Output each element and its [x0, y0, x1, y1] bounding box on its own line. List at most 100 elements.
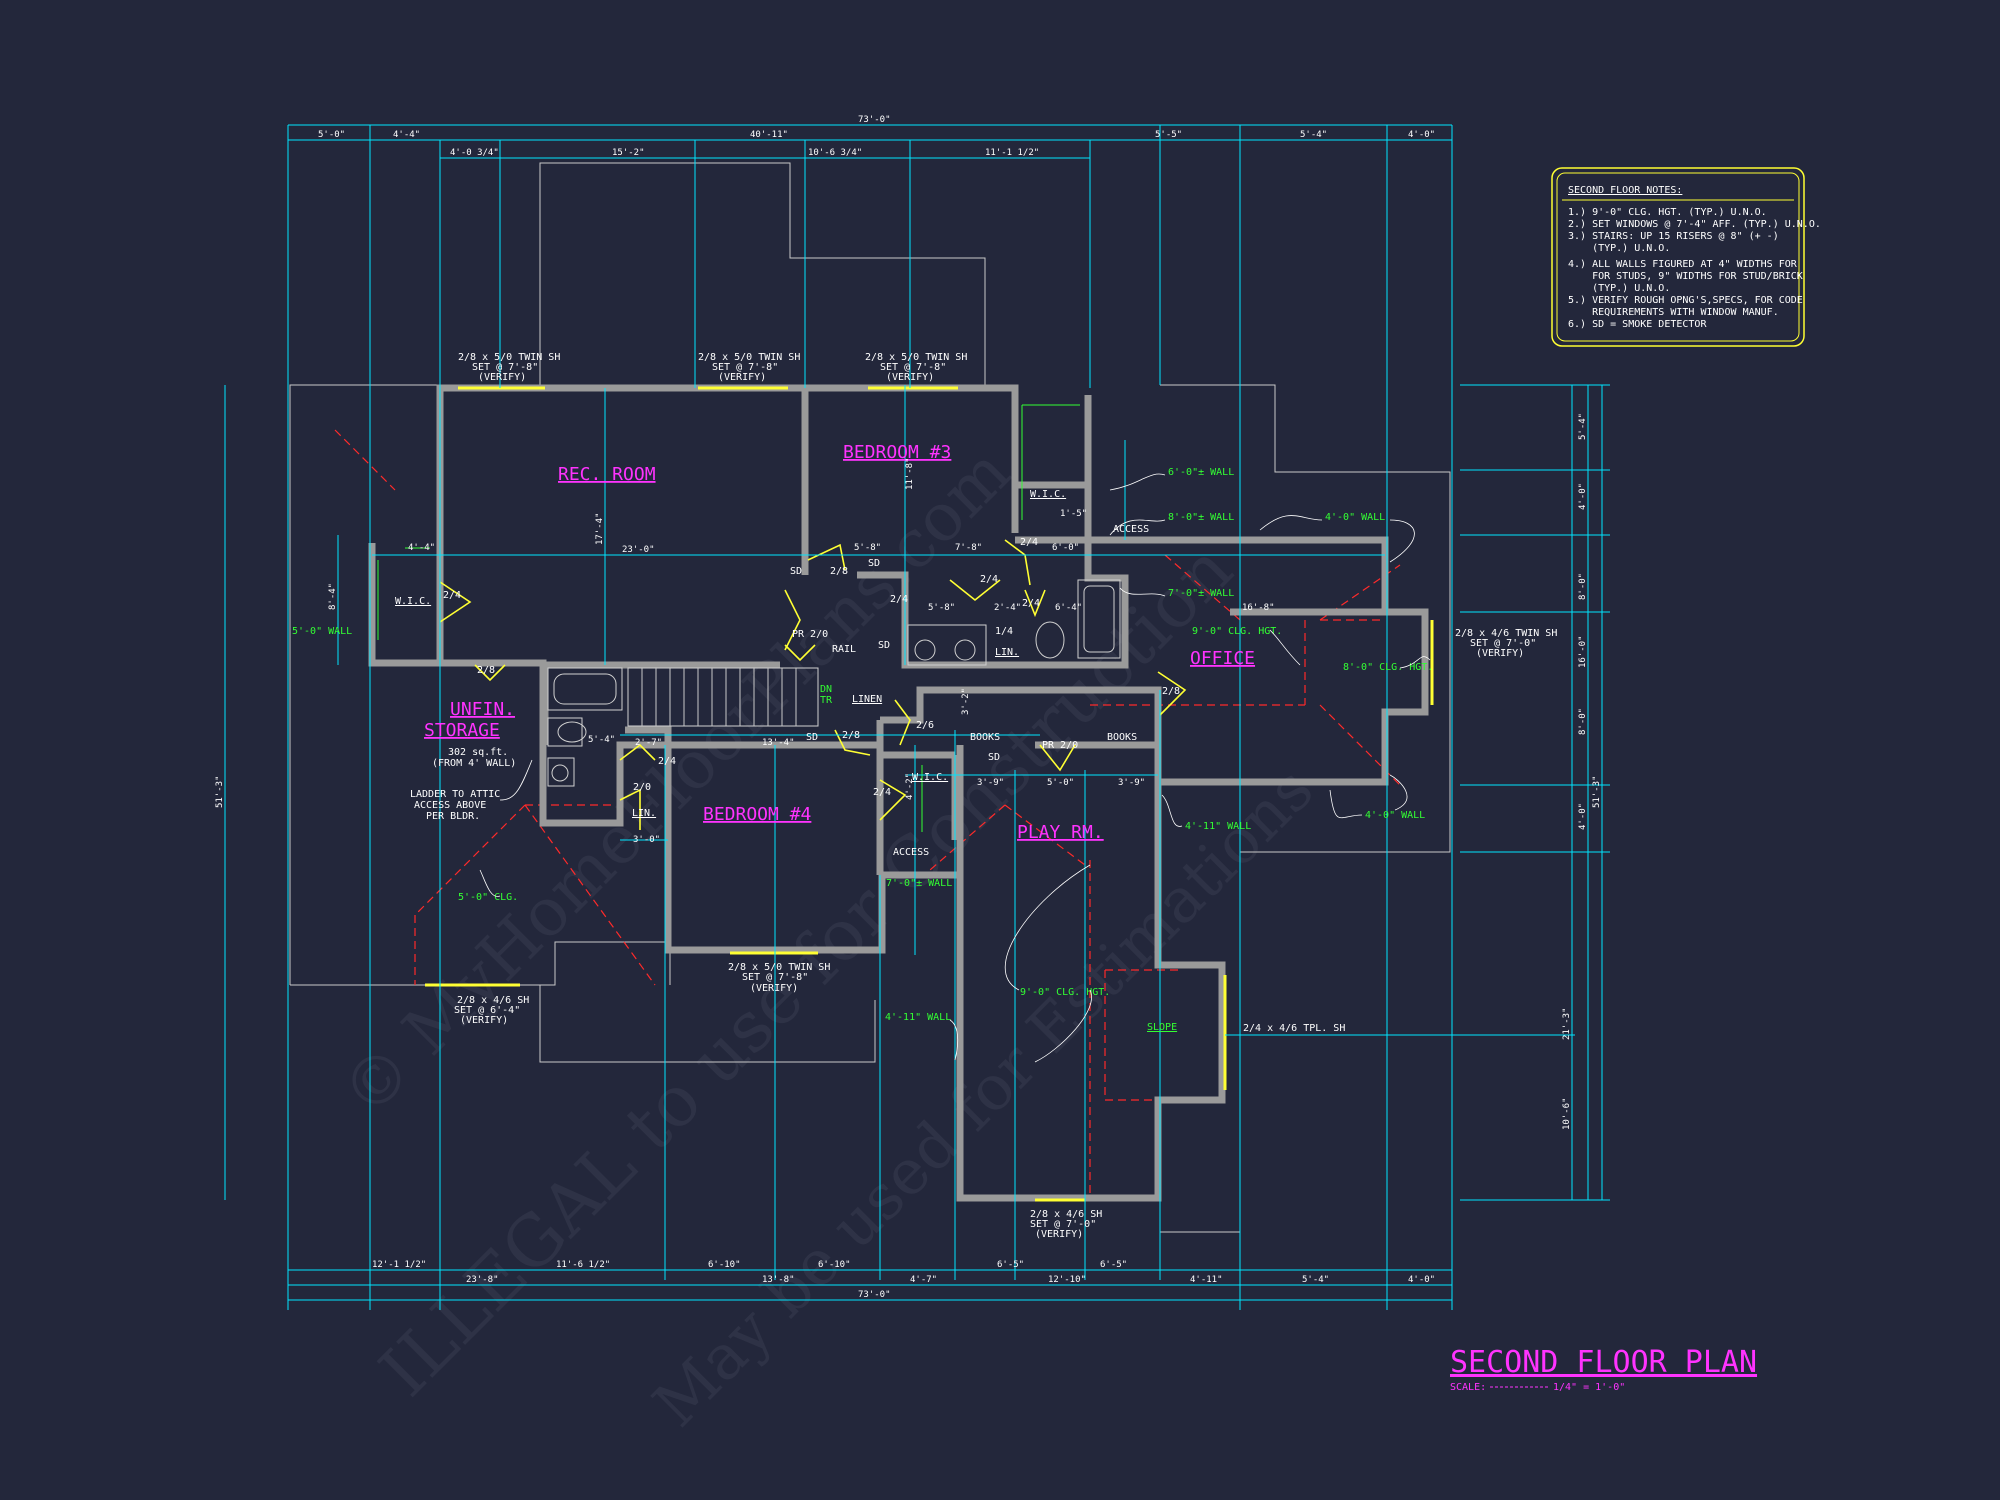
window-callouts: 2/8 x 5/0 TWIN SH SET @ 7'-8" (VERIFY) 2… — [454, 352, 1557, 1240]
dimension: 11'-8" — [905, 457, 915, 490]
dimension: 3'-2" — [961, 688, 971, 715]
wall-height-note: 4'-0" WALL — [1365, 810, 1425, 821]
dimension: 51'-3" — [1592, 775, 1602, 808]
ladder-note-2: ACCESS ABOVE — [414, 800, 486, 811]
window-spec: 2/8 x 4/6 SH — [1030, 1209, 1102, 1220]
dimension: 4'-0" — [1578, 803, 1588, 830]
dimension: 2'-4" — [994, 603, 1021, 613]
dimension: 5'-8" — [854, 543, 881, 553]
dimension: 5'-8" — [928, 603, 955, 613]
dimension: 4'-7" — [910, 1275, 937, 1285]
dimension: 12'-10" — [1048, 1275, 1086, 1285]
ceiling-note: 5'-0" CLG. — [458, 892, 518, 903]
dimension: 6'-10" — [818, 1260, 851, 1270]
door-size: 2/8 — [842, 730, 860, 741]
door-size: 2/8 — [1162, 686, 1180, 697]
ladder-note-3: PER BLDR. — [426, 811, 480, 822]
window-set: SET @ 7'-8" — [742, 972, 808, 983]
dimension: 13'-4" — [762, 738, 795, 748]
dimension: 5'-0" — [1047, 778, 1074, 788]
room-bedroom-4: BEDROOM #4 — [703, 804, 811, 825]
window-set: SET @ 7'-8" — [880, 362, 946, 373]
dimension: 8'-0" — [1578, 573, 1588, 600]
wall-height-note: 6'-0"± WALL — [1168, 467, 1234, 478]
dimension: 12'-1 1/2" — [372, 1260, 426, 1270]
room-office: OFFICE — [1190, 648, 1255, 669]
ceiling-note: 9'-0" CLG. HGT. — [1192, 626, 1282, 637]
dimension: 6'-5" — [997, 1260, 1024, 1270]
room-storage: STORAGE — [424, 720, 500, 741]
window-spec: 2/8 x 4/6 TWIN SH — [1455, 628, 1557, 639]
dimension: 51'-3" — [215, 775, 225, 808]
window-verify: (VERIFY) — [460, 1015, 508, 1026]
leader-lines — [479, 473, 1431, 1063]
window-verify: (VERIFY) — [750, 983, 798, 994]
small-labels: W.I.C. W.I.C. W.I.C. LIN. LIN. LINEN BOO… — [395, 489, 1180, 1033]
dimension: 11'-6 1/2" — [556, 1260, 610, 1270]
room-rec-room: REC. ROOM — [558, 464, 656, 485]
pr-door-label: PR 2/0 — [1042, 740, 1078, 751]
dimension: 4'-4" — [408, 543, 435, 553]
door-size: 2/4 — [873, 787, 891, 798]
dimension: 5'-4" — [1300, 130, 1327, 140]
scale-value: 1/4" = 1'-0" — [1553, 1382, 1625, 1393]
dimension: 5'-0" — [318, 130, 345, 140]
window-verify: (VERIFY) — [478, 372, 526, 383]
toilet-icon — [1035, 621, 1065, 659]
storage-area: 302 sq.ft. — [448, 747, 508, 758]
room-play: PLAY RM. — [1017, 822, 1104, 843]
door-size: 2/4 — [443, 590, 461, 601]
smoke-detector-label: SD — [988, 752, 1000, 763]
dimension: 8'-4" — [328, 583, 338, 610]
dimension: 5'-4" — [588, 735, 615, 745]
wall-height-note: 4'-11" WALL — [1185, 821, 1251, 832]
sink-icon — [547, 757, 575, 787]
room-labels: REC. ROOM BEDROOM #3 BEDROOM #4 OFFICE P… — [424, 442, 1255, 843]
fixtures — [547, 579, 1121, 787]
closet-shelves — [377, 404, 1080, 832]
window-set: SET @ 6'-4" — [454, 1005, 520, 1016]
note-line: (TYP.) U.N.O. — [1568, 243, 1670, 254]
dimension: 23'-8" — [466, 1275, 499, 1285]
window-verify: (VERIFY) — [1035, 1229, 1083, 1240]
plan-title: SECOND FLOOR PLAN — [1450, 1345, 1757, 1380]
windows — [425, 386, 1434, 1202]
stair-treads — [627, 667, 819, 727]
shower-icon — [1077, 579, 1121, 659]
note-line: FOR STUDS, 9" WIDTHS FOR STUD/BRICK — [1568, 271, 1803, 282]
window-set: SET @ 7'-0" — [1030, 1219, 1096, 1230]
note-line: 5.) VERIFY ROUGH OPNG'S,SPECS, FOR CODE — [1568, 295, 1803, 306]
window-verify: (VERIFY) — [886, 372, 934, 383]
door-size: 2/0 — [633, 782, 651, 793]
room-bedroom-3: BEDROOM #3 — [843, 442, 951, 463]
wall-height-note: 8'-0"± WALL — [1168, 512, 1234, 523]
window-spec: 2/4 x 4/6 TPL. SH — [1243, 1023, 1345, 1034]
dimension: 3'-9" — [1118, 778, 1145, 788]
dimension: 6'-0" — [1052, 543, 1079, 553]
doors — [439, 539, 1187, 830]
note-line: 3.) STAIRS: UP 15 RISERS @ 8" (+ -) — [1568, 231, 1779, 242]
dimension: 16'-0" — [1578, 635, 1588, 668]
window-set: SET @ 7'-8" — [472, 362, 538, 373]
dimension: 4'-0 3/4" — [450, 148, 499, 158]
door-size: 2/8 — [830, 566, 848, 577]
scale-label: SCALE: — [1450, 1382, 1486, 1393]
window-spec: 2/8 x 4/6 SH — [457, 995, 529, 1006]
note-line: REQUIREMENTS WITH WINDOW MANUF. — [1568, 307, 1779, 318]
storage-from: (FROM 4' WALL) — [432, 758, 516, 769]
dimension: 6'-4" — [1055, 603, 1082, 613]
window-spec: 2/8 x 5/0 TWIN SH — [698, 352, 800, 363]
window-verify: (VERIFY) — [718, 372, 766, 383]
dimension: 4'-0" — [1408, 1275, 1435, 1285]
ladder-note-1: LADDER TO ATTIC — [410, 789, 500, 800]
dimension-text: 73'-0" 5'-0" 4'-4" 40'-11" 5'-5" 5'-4" 4… — [215, 115, 1602, 1300]
note-line: 4.) ALL WALLS FIGURED AT 4" WIDTHS FOR — [1568, 259, 1798, 270]
door-size: 2/4 — [890, 594, 908, 605]
dimension: 10'-6 3/4" — [808, 148, 862, 158]
dimension: 6'-5" — [1100, 1260, 1127, 1270]
tread-label: TR — [820, 695, 833, 706]
wall-height-note: 7'-0"± WALL — [1168, 588, 1234, 599]
window-spec: 2/8 x 5/0 TWIN SH — [728, 962, 830, 973]
dimension: 3'-9" — [977, 778, 1004, 788]
